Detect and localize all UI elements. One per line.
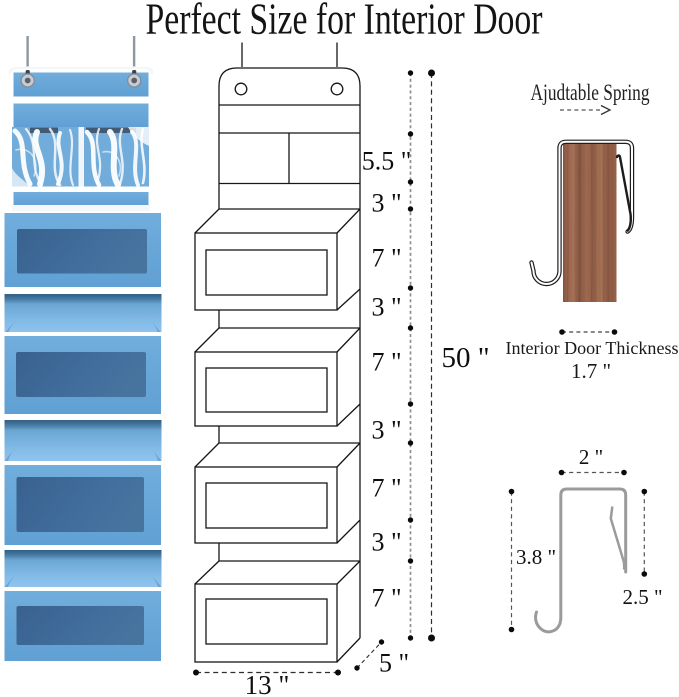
svg-text:7 ": 7 " [371, 244, 401, 273]
svg-text:50 ": 50 " [441, 342, 489, 374]
svg-text:Ajudtable Spring: Ajudtable Spring [531, 80, 650, 105]
svg-text:Perfect Size for Interior Door: Perfect Size for Interior Door [146, 0, 543, 44]
svg-text:5.5 ": 5.5 " [362, 147, 412, 176]
svg-text:2.5 ": 2.5 " [622, 585, 662, 609]
svg-text:7 ": 7 " [371, 348, 401, 377]
svg-text:1.7 ": 1.7 " [571, 359, 611, 383]
svg-text:13 ": 13 " [245, 670, 290, 697]
svg-text:3.8 ": 3.8 " [516, 545, 556, 569]
svg-text:3 ": 3 " [371, 293, 401, 322]
svg-text:5 ": 5 " [379, 649, 409, 678]
svg-text:3 ": 3 " [371, 189, 401, 218]
svg-text:2 ": 2 " [579, 445, 603, 469]
svg-text:Interior Door Thickness: Interior Door Thickness [506, 338, 679, 358]
svg-text:3 ": 3 " [371, 416, 401, 445]
svg-text:7 ": 7 " [371, 584, 401, 613]
svg-text:7 ": 7 " [371, 474, 401, 503]
svg-text:3 ": 3 " [371, 528, 401, 557]
